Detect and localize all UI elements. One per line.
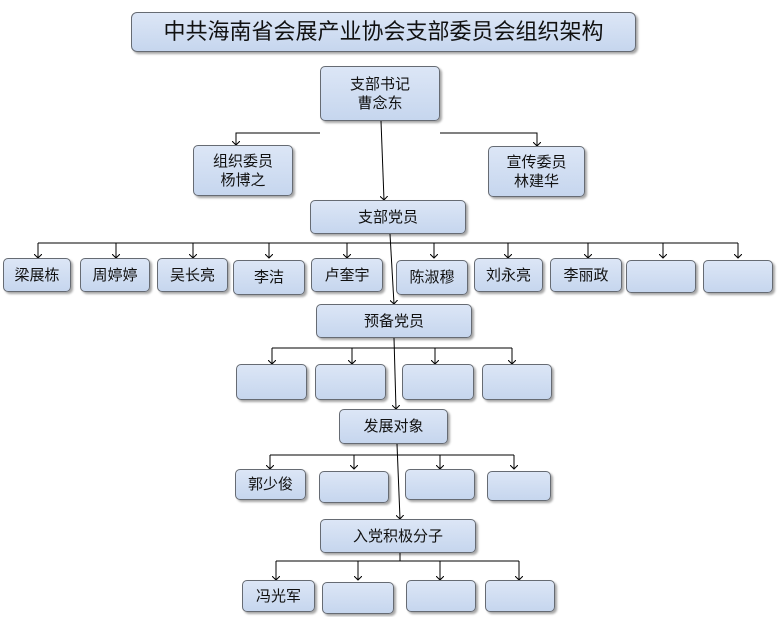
development-target-name: 郭少俊: [247, 475, 293, 493]
probationary-member-2: [315, 364, 386, 400]
development-targets-box: 发展对象: [339, 409, 448, 444]
party-member-5: 卢奎宇: [311, 258, 383, 292]
probationary-member-4: [482, 364, 552, 400]
organization-member-box: 组织委员 杨博之: [193, 145, 293, 196]
party-member-name: 刘永亮: [485, 265, 531, 284]
activists-box: 入党积极分子: [320, 519, 476, 553]
activists-label: 入党积极分子: [352, 526, 443, 545]
party-member-name: 吴长亮: [169, 265, 215, 284]
development-target-3: [405, 469, 475, 500]
secretary-box: 支部书记 曹念东: [320, 66, 440, 121]
activist-2: [322, 582, 394, 614]
secretary-role: 支部书记: [349, 74, 410, 93]
activist-name: 冯光军: [255, 586, 301, 605]
probationary-member-1: [236, 364, 307, 400]
probationary-members-box: 预备党员: [316, 304, 472, 338]
chart-title: 中共海南省会展产业协会支部委员会组织架构: [131, 12, 636, 52]
party-member-8: 李丽政: [550, 258, 622, 292]
party-member-6: 陈淑穆: [396, 260, 468, 295]
activist-4: [485, 580, 555, 612]
party-member-7: 刘永亮: [474, 258, 543, 292]
party-member-name: 陈淑穆: [409, 268, 455, 286]
development-targets-label: 发展对象: [363, 417, 424, 435]
party-member-name: 梁展栋: [14, 265, 60, 284]
development-target-2: [319, 471, 389, 503]
activist-1: 冯光军: [242, 580, 315, 612]
development-target-1: 郭少俊: [235, 469, 306, 500]
propaganda-member-role: 宣传委员: [506, 152, 567, 171]
party-member-1: 梁展栋: [3, 258, 71, 292]
probationary-member-3: [402, 364, 474, 400]
party-member-name: 卢奎宇: [324, 265, 370, 284]
party-member-10: [703, 260, 773, 293]
probationary-members-label: 预备党员: [363, 311, 424, 330]
secretary-name: 曹念东: [357, 93, 403, 112]
party-members-label: 支部党员: [357, 207, 418, 226]
party-member-9: [626, 260, 696, 293]
party-member-name: 李丽政: [563, 265, 609, 284]
party-member-name: 周婷婷: [92, 265, 138, 284]
propaganda-member-name: 林建华: [513, 171, 559, 190]
organization-member-name: 杨博之: [220, 170, 266, 189]
organization-member-role: 组织委员: [212, 151, 273, 170]
party-member-2: 周婷婷: [80, 258, 150, 292]
party-member-3: 吴长亮: [157, 258, 228, 292]
activist-3: [406, 580, 476, 612]
party-member-name: 李洁: [253, 268, 284, 286]
development-target-4: [487, 471, 551, 501]
party-member-4: 李洁: [233, 260, 305, 295]
propaganda-member-box: 宣传委员 林建华: [488, 146, 585, 197]
party-members-box: 支部党员: [310, 200, 466, 234]
chart-title-text: 中共海南省会展产业协会支部委员会组织架构: [163, 19, 604, 45]
